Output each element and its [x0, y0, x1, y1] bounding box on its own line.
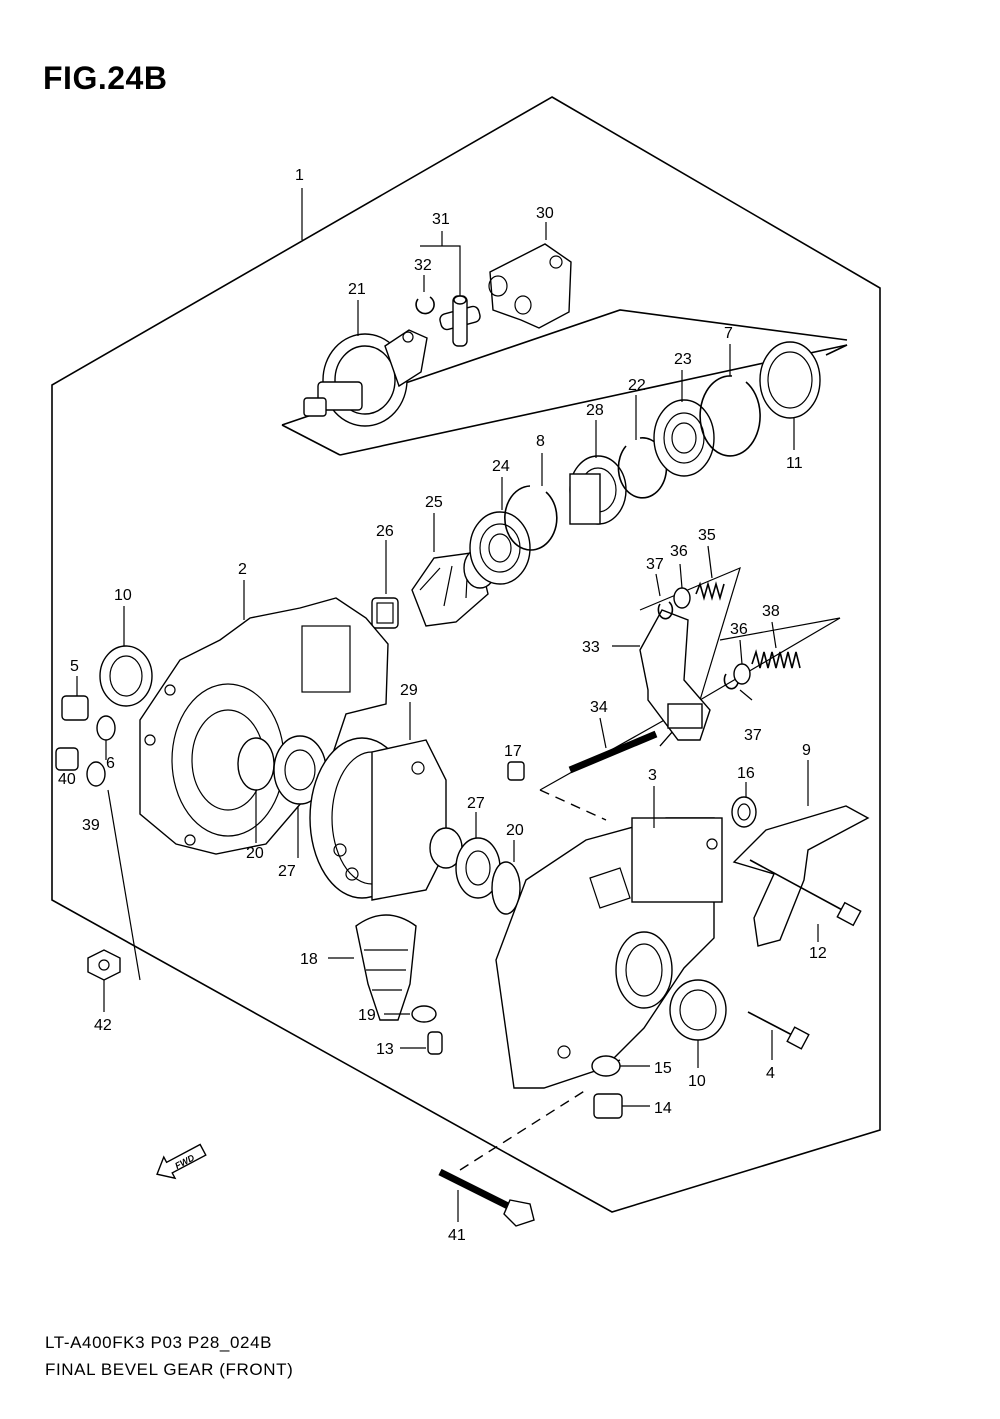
part-10-oil-seal-left — [99, 645, 153, 707]
callout-41: 41 — [448, 1227, 466, 1244]
callout-37b: 37 — [744, 727, 762, 744]
callout-12: 12 — [809, 945, 827, 962]
part-23-bearing — [653, 399, 715, 477]
callout-16: 16 — [737, 765, 755, 782]
callout-25: 25 — [425, 494, 443, 511]
callout-1: 1 — [295, 167, 304, 184]
diagram-caption: FINAL BEVEL GEAR (FRONT) — [45, 1360, 294, 1379]
part-40-plug — [55, 747, 79, 771]
callout-33: 33 — [582, 639, 600, 656]
callout-labels: 1 2 3 4 5 6 7 8 9 10 10 10 11 12 13 14 1… — [58, 167, 827, 1244]
part-38-spring — [751, 649, 801, 669]
part-16-bush — [731, 796, 757, 828]
callout-39: 39 — [82, 817, 100, 834]
part-8-circlip — [504, 485, 558, 551]
part-27-bearing-left — [273, 735, 327, 805]
part-31-spider — [439, 295, 481, 347]
callout-4: 4 — [766, 1065, 775, 1082]
callout-26: 26 — [376, 523, 394, 540]
part-20-o-ring-left — [237, 737, 275, 791]
part-34-shift-shaft — [568, 730, 658, 774]
callout-21: 21 — [348, 281, 366, 298]
callout-15: 15 — [654, 1060, 672, 1077]
callout-27: 27 — [278, 863, 296, 880]
fwd-arrow-icon: FWD — [156, 1143, 207, 1180]
part-27-bearing-right — [455, 837, 501, 899]
part-9-bracket — [732, 805, 870, 947]
part-17-pin — [507, 761, 525, 781]
part-32-circlip — [415, 296, 435, 315]
callout-18: 18 — [300, 951, 318, 968]
part-24-bearing — [469, 511, 531, 585]
callout-7: 7 — [724, 325, 733, 342]
callout-20b: 20 — [506, 822, 524, 839]
part-10-oil-seal-right — [669, 979, 727, 1041]
part-30-yoke — [488, 243, 572, 329]
callout-14: 14 — [654, 1100, 672, 1117]
part-37-clip-upper — [657, 601, 674, 620]
callout-32: 32 — [414, 257, 432, 274]
callout-29: 29 — [400, 682, 418, 699]
callout-22: 22 — [628, 377, 646, 394]
callout-13: 13 — [376, 1041, 394, 1058]
part-41-bolt — [438, 1168, 535, 1227]
callout-35: 35 — [698, 527, 716, 544]
callout-30: 30 — [536, 205, 554, 222]
part-42-nut — [87, 949, 121, 981]
part-28-sleeve — [569, 455, 627, 525]
part-36-washer-lower — [733, 663, 751, 685]
callout-31: 31 — [432, 211, 450, 228]
callout-36b: 36 — [730, 621, 748, 638]
part-29-ring-gear-differential — [309, 737, 463, 901]
callout-38: 38 — [762, 603, 780, 620]
part-5-plug — [61, 695, 89, 721]
callout-11: 11 — [786, 455, 803, 472]
part-18-boot — [355, 914, 417, 1021]
part-19-clamp — [411, 1005, 437, 1023]
callout-6: 6 — [106, 755, 115, 772]
callout-8: 8 — [536, 433, 545, 450]
callout-3: 3 — [648, 767, 657, 784]
part-20-o-ring-right — [491, 861, 521, 915]
figure-title: FIG.24B — [43, 60, 168, 96]
part-6-washer — [96, 715, 116, 741]
part-35-spring — [695, 581, 725, 601]
callout-36: 36 — [670, 543, 688, 560]
part-12-bolt — [749, 859, 862, 927]
part-21-input-flange — [303, 329, 428, 427]
callout-24: 24 — [492, 458, 510, 475]
callout-10: 10 — [114, 587, 132, 604]
callout-27b: 27 — [467, 795, 485, 812]
callout-28: 28 — [586, 402, 604, 419]
model-code: LT-A400FK3 P03 P28_024B — [45, 1333, 273, 1352]
part-7-circlip — [699, 375, 761, 457]
callout-2: 2 — [238, 561, 247, 578]
callout-37: 37 — [646, 556, 664, 573]
part-4-bolt — [747, 1011, 810, 1050]
part-13-pin — [427, 1031, 443, 1055]
part-39-washer — [86, 761, 106, 787]
callout-17: 17 — [504, 743, 522, 760]
callout-9: 9 — [802, 742, 811, 759]
part-15-washer — [591, 1055, 621, 1077]
part-11-oil-seal — [759, 341, 821, 419]
callout-40: 40 — [58, 771, 76, 788]
part-14-plug — [593, 1093, 623, 1119]
callout-10b: 10 — [688, 1073, 706, 1090]
callout-5: 5 — [70, 658, 79, 675]
part-36-washer-upper — [673, 587, 691, 609]
callout-20: 20 — [246, 845, 264, 862]
callout-34: 34 — [590, 699, 608, 716]
callout-23: 23 — [674, 351, 692, 368]
part-26-needle-bearing — [371, 597, 399, 629]
assembly-frame — [51, 96, 881, 1213]
callout-42: 42 — [94, 1017, 112, 1034]
part-3-differential-housing — [495, 817, 723, 1089]
callout-19: 19 — [358, 1007, 376, 1024]
